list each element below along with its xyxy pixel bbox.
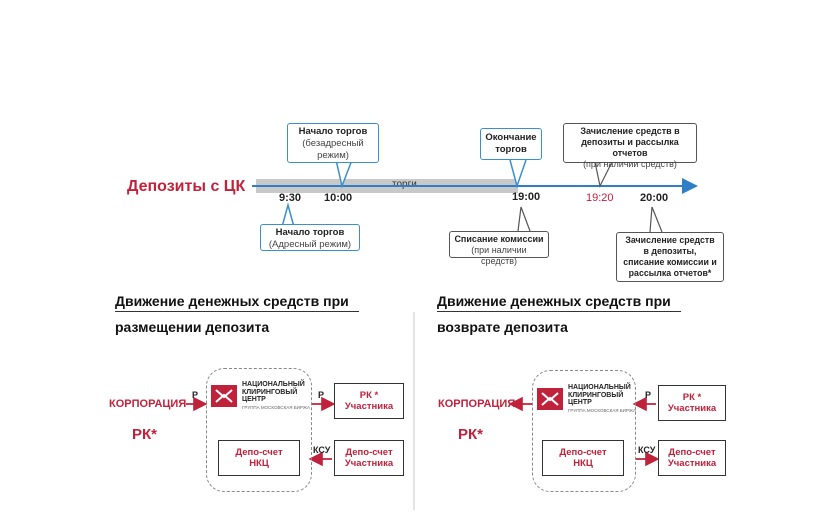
left-title-line1: Движение денежных средств при [115, 293, 349, 309]
right-ksu-label: КСУ [638, 445, 656, 455]
right-nkc-container [532, 370, 636, 492]
left-title-underline [115, 311, 359, 312]
left-nkc-logo-block: НАЦИОНАЛЬНЫЙ КЛИРИНГОВЫЙ ЦЕНТР ГРУППА МО… [211, 381, 310, 411]
left-nkc-container [206, 368, 312, 492]
time-1920: 19:20 [586, 192, 614, 204]
right-rk-label: РК* [458, 426, 483, 443]
time-1900: 19:00 [512, 191, 541, 203]
left-title-line2: размещении депозита [115, 319, 270, 335]
time-1000: 10:00 [324, 192, 353, 204]
right-corporation: КОРПОРАЦИЯ [438, 398, 516, 410]
right-title-line1: Движение денежных средств при [437, 293, 671, 309]
left-ksu-label: КСУ [313, 445, 331, 455]
callout-start-address: Начало торгов (Адресный режим) [260, 224, 360, 251]
pointer-1920 [594, 161, 613, 188]
time-0930: 9:30 [279, 192, 302, 204]
pointer-2000 [649, 206, 663, 233]
callout-start-nonaddress: Начало торгов (безадресный режим) [287, 123, 379, 163]
callout-fee: Списание комиссии (при наличии средств) [449, 231, 549, 266]
nkc-name: НАЦИОНАЛЬНЫЙ КЛИРИНГОВЫЙ ЦЕНТР ГРУППА МО… [568, 384, 637, 413]
pointer-0930 [281, 202, 295, 228]
callout-credit-1920: Зачисление средств в депозиты и рассылка… [563, 123, 697, 169]
time-2000: 20:00 [640, 192, 669, 204]
trading-bar-label: торги [392, 179, 417, 190]
left-rk-member: РК *Участника [334, 383, 404, 419]
callout-end: Окончание торгов [480, 128, 542, 160]
nkc-logo-icon [537, 388, 563, 410]
pointer-start-nonaddress [335, 159, 353, 189]
timeline-title: Депозиты с ЦК [127, 178, 246, 195]
nkc-name: НАЦИОНАЛЬНЫЙ КЛИРИНГОВЫЙ ЦЕНТР ГРУППА МО… [242, 381, 311, 410]
pointer-end [509, 159, 527, 189]
right-title-line2: возврате депозита [437, 319, 568, 335]
right-title-underline [437, 311, 681, 312]
right-rk-member: РК *Участника [658, 385, 726, 421]
pointer-1900 [517, 206, 531, 232]
right-p-label: Р [645, 390, 652, 400]
left-corporation: КОРПОРАЦИЯ [109, 398, 187, 410]
callout-credit-2000: Зачисление средств в депозиты, списание … [616, 232, 724, 282]
left-rk-label: РК* [132, 426, 157, 443]
nkc-logo-icon [211, 385, 237, 407]
right-nkc-logo-block: НАЦИОНАЛЬНЫЙ КЛИРИНГОВЫЙ ЦЕНТР ГРУППА МО… [537, 384, 636, 414]
left-p-label-2: Р [318, 390, 325, 400]
left-p-label-1: Р [192, 390, 199, 400]
